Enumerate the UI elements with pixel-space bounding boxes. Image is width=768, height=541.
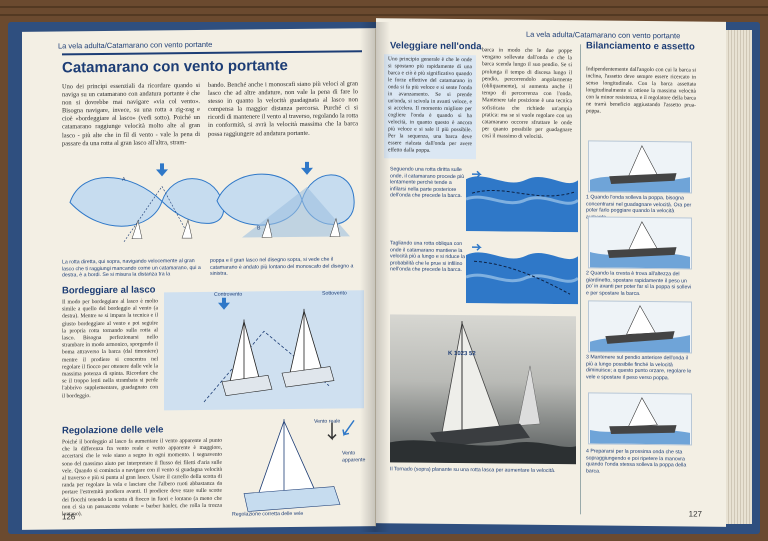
- vento-reale-label: Vento reale: [314, 418, 341, 425]
- wind-label-sottovento: Sottovento: [322, 290, 347, 297]
- step-diagram-3: [588, 300, 692, 354]
- boat-icon: [261, 218, 273, 238]
- right-page: La vela adulta/Catamarano con vento port…: [376, 18, 726, 527]
- apparent-wind-arrow-icon: [342, 419, 355, 437]
- page-title: Catamarano con vento portante: [62, 57, 288, 77]
- subhead-regolazione: Regolazione delle vele: [62, 424, 164, 437]
- intro-column-1: Uno dei principi essenziali da ricordare…: [62, 81, 200, 148]
- step-3: 3 Mantenere sul pendio anteriore dell'on…: [586, 354, 692, 382]
- route-diagrams: [62, 144, 362, 258]
- wave-diagram-oblique: [466, 243, 578, 305]
- running-head-right: La vela adulta/Catamarano con vento port…: [526, 29, 681, 41]
- page-edges: [726, 30, 752, 524]
- page-number-left: 126: [62, 512, 76, 522]
- regolazione-caption: Regolazione corretta delle vele: [232, 510, 304, 518]
- veleggiare-highlight: Uno principio generale è che le onde si …: [384, 54, 476, 160]
- wave-diagram-straight: [466, 170, 578, 233]
- wind-arrow-icon: [301, 161, 313, 175]
- step-diagram-4: [588, 392, 692, 446]
- boat-icon: [181, 219, 193, 239]
- step-diagram-2: [588, 216, 692, 270]
- regolazione-text: Poiché il bordeggio al lasco fa aumentar…: [62, 437, 222, 518]
- veleggiare-col-1: Uno principio generale è che le onde si …: [388, 56, 472, 154]
- wind-arrow-icon: [156, 163, 168, 177]
- diagram-label-b: B: [257, 225, 261, 232]
- book-gutter: [360, 22, 390, 532]
- running-head-left: La vela adulta/Catamarano con vento port…: [58, 39, 213, 51]
- intro-column-2: bando. Benché anche i monoscafi siano pi…: [208, 80, 358, 138]
- direction-arrow-icon: [472, 243, 482, 251]
- photo-caption: Il Tornado (sopra) planante su una rotta…: [390, 466, 556, 475]
- subhead-veleggiare: Veleggiare nell'onda: [390, 40, 482, 53]
- wind-arrow-icon: [218, 297, 230, 310]
- wind-label-controvento: Controvento: [214, 291, 243, 298]
- boat-icon: [329, 217, 341, 237]
- step-diagram-1: [588, 140, 692, 194]
- step-4: 4 Prepararsi per la prossima onda che st…: [586, 448, 687, 475]
- tornado-photo: K 1023 52: [390, 314, 576, 465]
- sail-number: K 1023 52: [448, 350, 476, 358]
- boat-icon: [131, 219, 143, 239]
- tacking-illustration: [164, 290, 364, 411]
- veleggiare-col-2: barca in modo che le due poppe vengano s…: [482, 47, 572, 141]
- bilanciamento-text: Indipendentemente dall'angolo con cui la…: [586, 66, 696, 115]
- wave-caption-2: Tagliando una rotta obliqua con onde il …: [390, 240, 465, 274]
- direction-arrow-icon: [472, 170, 482, 178]
- diagram-label-a: A: [122, 176, 126, 183]
- diagram-caption-left: La rotta diretta, qui sopra, navigando v…: [62, 258, 201, 279]
- sail-trim-illustration: [243, 419, 355, 512]
- subhead-bilanciamento: Bilanciamento e assetto: [586, 40, 695, 53]
- page-number-right: 127: [688, 509, 702, 519]
- left-page: La vela adulta/Catamarano con vento port…: [22, 28, 376, 530]
- diagram-caption-right: poppa e il gran lasco nel disegno sopra,…: [210, 256, 354, 278]
- bordeggiare-text: Il modo per bordeggiare al lasco è molto…: [62, 298, 158, 400]
- true-wind-arrow-icon: [327, 422, 337, 441]
- subhead-bordeggiare: Bordeggiare al lasco: [62, 284, 156, 297]
- step-2: 2 Quando la cresta è trova all'altezza d…: [586, 270, 692, 297]
- title-bar: Catamarano con vento portante: [62, 50, 362, 80]
- wave-caption-1: Seguendo una rotta diritta sulle onde, i…: [390, 166, 465, 200]
